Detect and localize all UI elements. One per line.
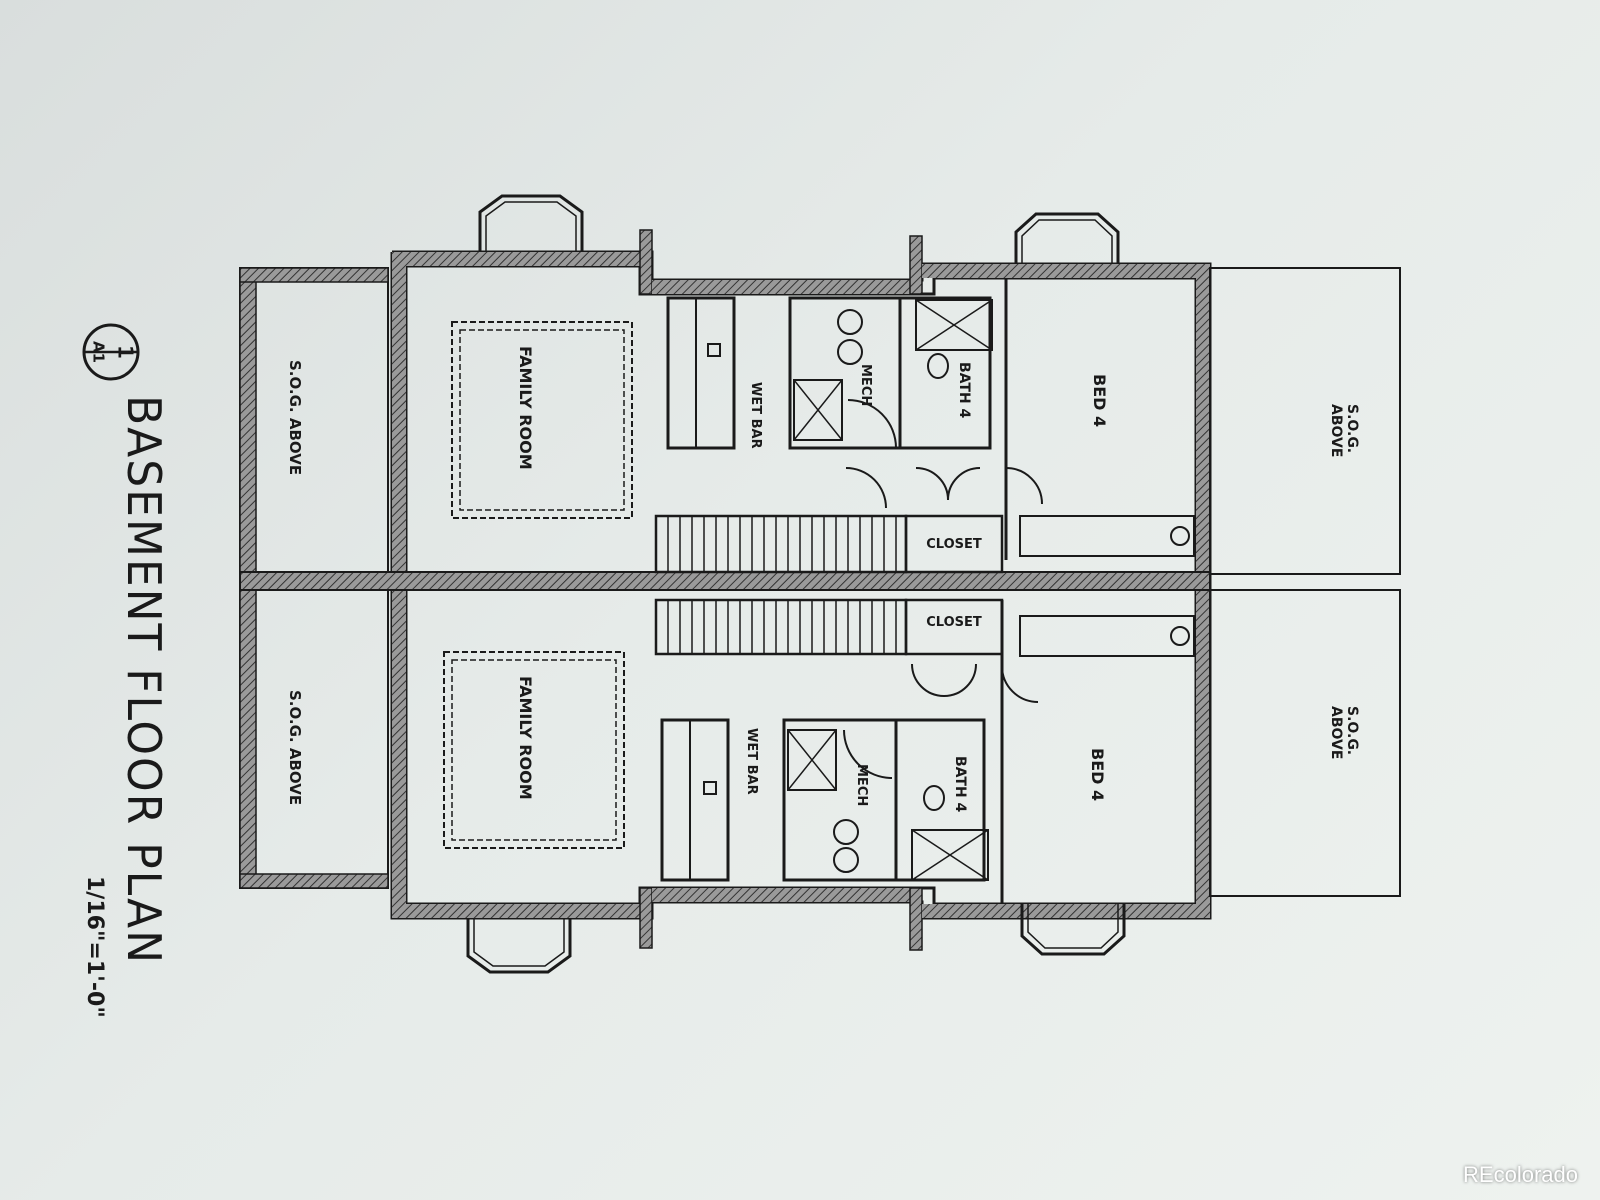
title-block: 1 A1 BASEMENT FLOOR PLAN 1/16"=1'-0" (82, 323, 171, 1018)
bedroom-lower: BED 4 (1088, 748, 1107, 801)
detail-number: 1 (114, 345, 138, 359)
sog-right-upper-1: S.O.G. (1344, 404, 1360, 453)
room-labels: S.O.G. ABOVE S.O.G. ABOVE FAMILY ROOM FA… (286, 346, 1360, 813)
family-room-upper: FAMILY ROOM (516, 346, 535, 470)
sog-right-lower-2: ABOVE (1328, 706, 1344, 759)
mech-upper: MECH (858, 364, 873, 406)
wet-bar-upper: WET BAR (748, 382, 763, 449)
stair-treads (667, 516, 897, 654)
mech-lower: MECH (854, 764, 869, 806)
detail-bubble: 1 A1 (82, 323, 140, 381)
bath-upper: BATH 4 (956, 362, 972, 419)
drawing-title: BASEMENT FLOOR PLAN (117, 395, 171, 965)
family-room-lower: FAMILY ROOM (516, 676, 535, 800)
sog-right-upper-2: ABOVE (1328, 404, 1344, 457)
sog-left-upper: S.O.G. ABOVE (286, 360, 304, 475)
closet-upper: CLOSET (926, 537, 982, 552)
sog-right-lower-1: S.O.G. (1344, 706, 1360, 755)
drawing-scale: 1/16"=1'-0" (82, 876, 107, 1018)
sheet-ref: A1 (90, 341, 108, 363)
bedroom-upper: BED 4 (1090, 374, 1109, 427)
closet-lower: CLOSET (926, 615, 982, 630)
sog-left-lower: S.O.G. ABOVE (286, 690, 304, 805)
watermark: REcolorado (1463, 1162, 1578, 1187)
bath-lower: BATH 4 (952, 756, 968, 813)
window-wells (466, 194, 1126, 974)
interior-walls (443, 278, 1195, 904)
exterior-walls (239, 229, 1212, 951)
wet-bar-lower: WET BAR (744, 728, 759, 795)
right-slabs (1209, 267, 1401, 897)
